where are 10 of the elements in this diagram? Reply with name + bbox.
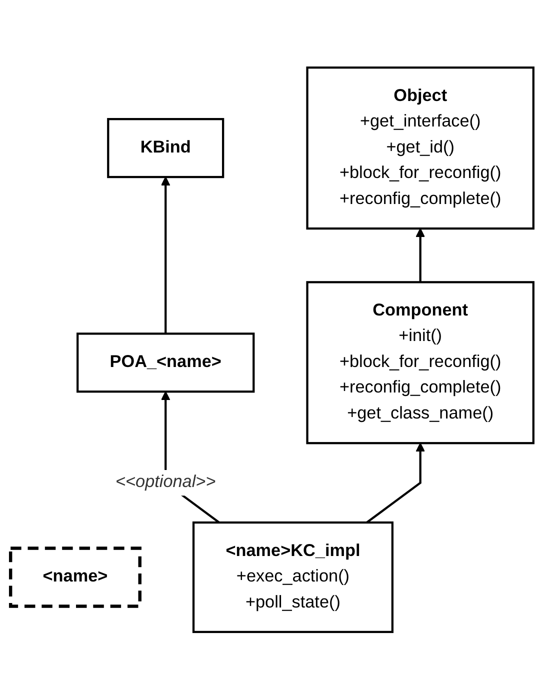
node-box: POA_<name> — [76, 332, 255, 393]
arrow — [366, 442, 426, 524]
node-box: <name> — [8, 546, 142, 608]
node-box: Object +get_interface() +get_id() +block_for_reconfig() +reconfig_complete() — [306, 66, 534, 230]
node-box: Component +init() +block_for_reconfig() +reconfig_complete() +get_class_name() — [306, 281, 534, 444]
arrow — [160, 176, 170, 334]
node-box: KBind — [107, 118, 224, 178]
edge-label: <<optional>> — [115, 473, 216, 492]
node-box: <name>KC_impl +exec_action() +poll_state() — [192, 522, 394, 634]
arrow — [416, 228, 426, 282]
